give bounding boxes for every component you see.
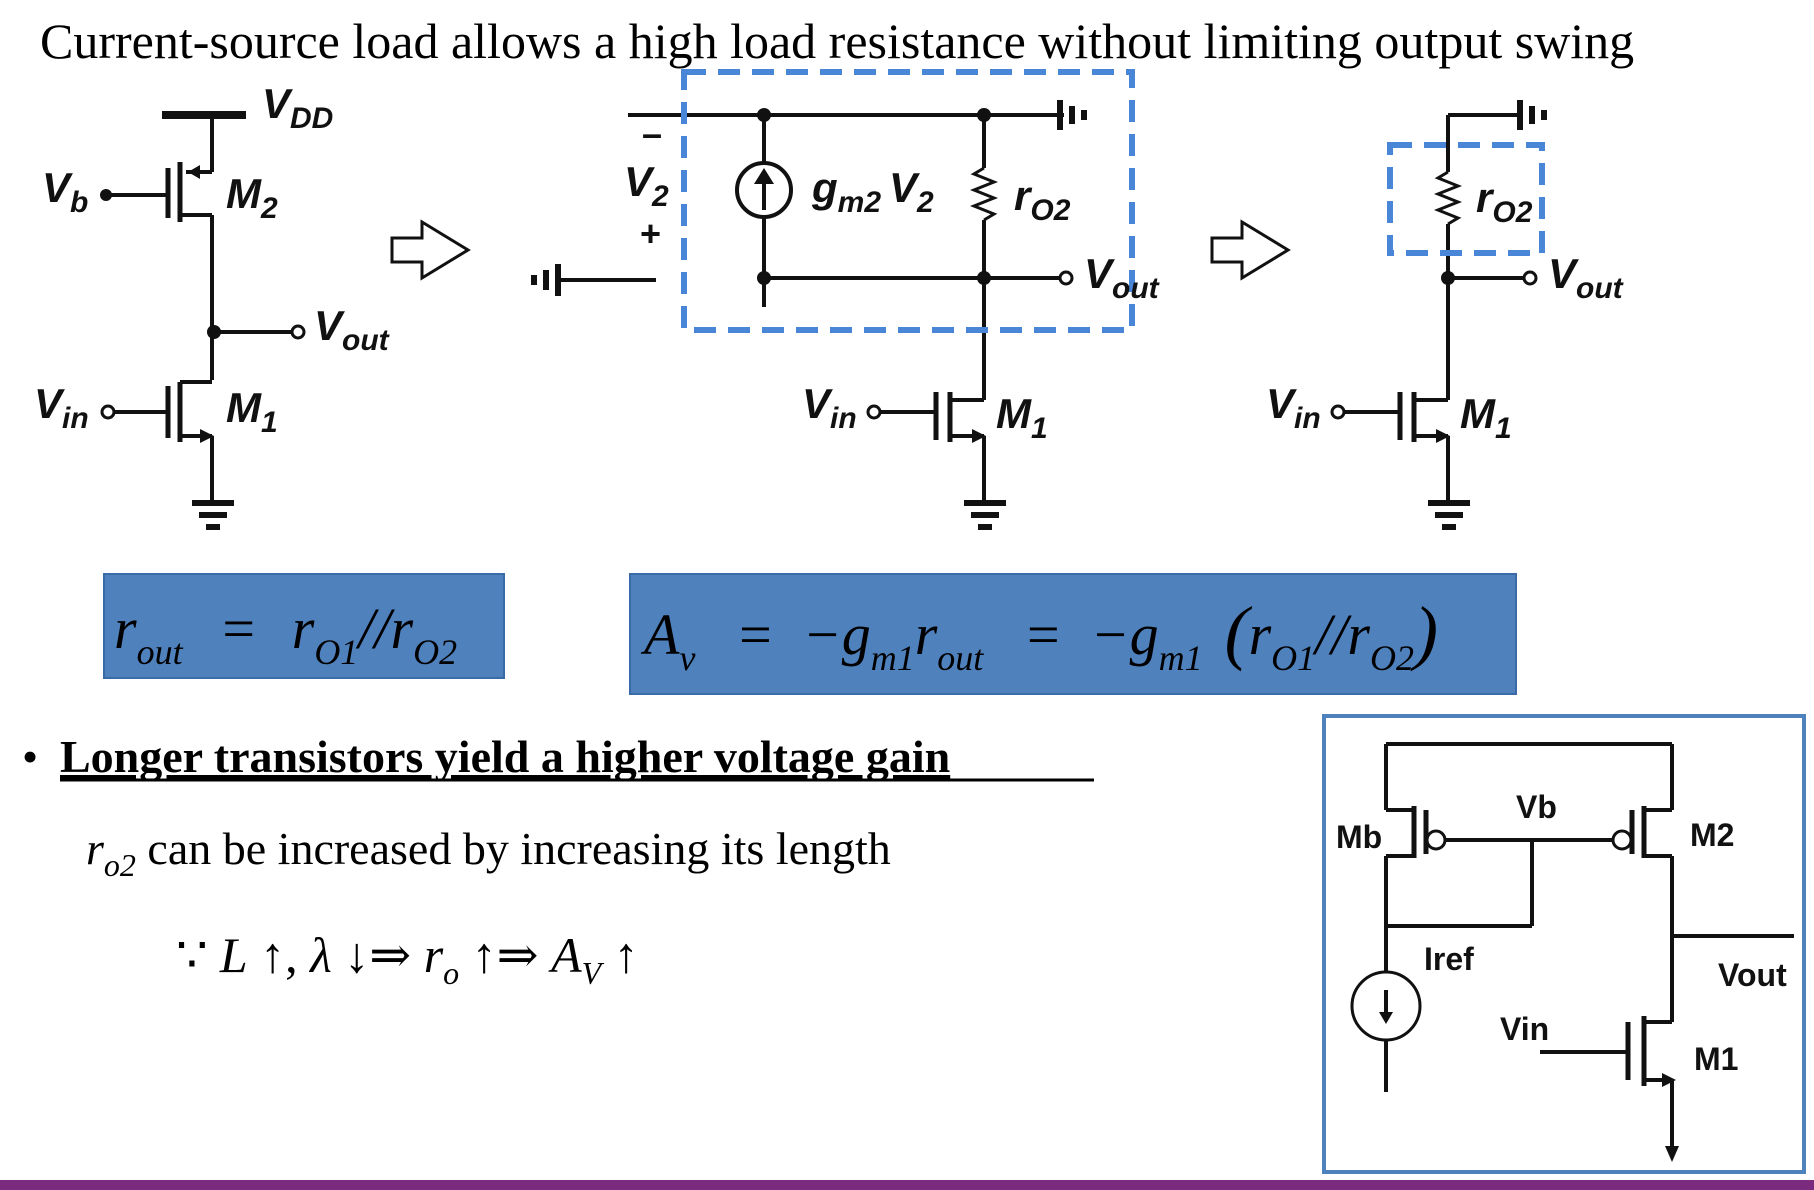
ac-ground-left-icon xyxy=(531,264,561,296)
dashed-box-ro2 xyxy=(1387,142,1545,256)
equation-rout: rout=rO1//rO2 xyxy=(103,573,505,679)
vin-terminal-2 xyxy=(866,404,882,420)
ro2-label-3: rO2 xyxy=(1476,174,1533,229)
v2-minus-label: – xyxy=(642,113,662,154)
equation-av-box xyxy=(629,573,1517,695)
m1-arrow-icon-2 xyxy=(972,429,986,443)
ground-icon-2 xyxy=(964,500,1006,530)
inset-vin-label: Vin xyxy=(1500,1011,1549,1047)
slide-title: Current-source load allows a high load r… xyxy=(40,13,1634,69)
ac-ground-right-icon xyxy=(1057,100,1087,130)
equation-rout-text: rout=rO1//rO2 xyxy=(114,596,457,672)
inset-m2-label: M2 xyxy=(1690,817,1734,853)
vout-terminal xyxy=(290,324,306,340)
equation-av-text: Av=−gm1rout=−gm1(rO1//rO2) xyxy=(640,592,1438,678)
ground-arrow-down-icon xyxy=(1665,1146,1679,1162)
vb-label: Vb xyxy=(42,164,88,219)
circuit-common-source-current-load: VDD Vb M2 Vout Vin M1 xyxy=(34,80,391,530)
inset-m1-label: M1 xyxy=(1694,1041,1738,1077)
resistor-ro2-icon-3 xyxy=(1433,170,1463,226)
inset-vout-label: Vout xyxy=(1718,957,1787,993)
m1-arrow-icon xyxy=(200,429,214,443)
m1-label-3: M1 xyxy=(1460,390,1512,445)
current-mirror-inset: Mb Vb M2 Iref Vout Vin M1 xyxy=(1322,714,1806,1174)
equation-rout-box xyxy=(103,573,505,679)
equation-av: Av=−gm1rout=−gm1(rO1//rO2) xyxy=(629,573,1517,695)
bullet-mark: • xyxy=(22,731,38,782)
vin-terminal-3 xyxy=(1330,404,1346,420)
vout-label: Vout xyxy=(314,302,391,357)
m2-label: M2 xyxy=(226,170,278,225)
m1-arrow-icon-inset xyxy=(1662,1073,1676,1087)
m1-label: M1 xyxy=(226,384,278,439)
mb-gate-bubble xyxy=(1425,829,1447,851)
inset-iref-label: Iref xyxy=(1424,941,1474,977)
inset-vb-label: Vb xyxy=(1516,789,1557,825)
m2-arrow-icon xyxy=(188,165,200,179)
m2-gate-bubble-inset xyxy=(1611,829,1633,851)
vout-terminal-3 xyxy=(1522,270,1538,286)
m1-arrow-icon-3 xyxy=(1436,429,1450,443)
vin-label-3: Vin xyxy=(1266,380,1321,435)
vout-label-2: Vout xyxy=(1084,250,1161,305)
resistor-ro2-icon xyxy=(969,166,999,222)
ac-ground-icon-3 xyxy=(1517,100,1547,130)
footer-bar xyxy=(0,1180,1814,1190)
current-arrow-up-icon xyxy=(754,168,774,184)
bullet-line2-formula: ∵L ↑, λ ↓⇒ ro ↑⇒ AV ↑ xyxy=(176,927,639,991)
vdd-label: VDD xyxy=(262,80,333,135)
circuit-simplified-model: rO2 Vout Vin M1 xyxy=(1266,100,1625,530)
v2-label: V2 xyxy=(624,158,669,213)
vout-terminal-2 xyxy=(1058,270,1074,286)
inset-mb-label: Mb xyxy=(1336,819,1382,855)
transform-arrow-icon-2 xyxy=(1210,219,1291,281)
bullet-line1: ro2 can be increased by increasing its l… xyxy=(86,823,891,883)
dashed-box-small-signal xyxy=(681,69,1135,333)
iref-arrow-down-icon xyxy=(1379,1012,1393,1024)
bullet-heading: Longer transistors yield a higher voltag… xyxy=(60,731,950,782)
ro2-label: rO2 xyxy=(1014,172,1071,227)
vin-label-2: Vin xyxy=(802,380,857,435)
vout-label-3: Vout xyxy=(1548,250,1625,305)
ground-icon xyxy=(192,500,234,530)
ground-icon-3 xyxy=(1428,500,1470,530)
vb-terminal-dot xyxy=(100,189,112,201)
inset-border xyxy=(1322,714,1806,1174)
m1-label-2: M1 xyxy=(996,390,1048,445)
vin-terminal xyxy=(100,404,116,420)
vin-label: Vin xyxy=(34,380,89,435)
v2-plus-label: + xyxy=(640,213,661,254)
transform-arrow-icon xyxy=(390,219,471,281)
